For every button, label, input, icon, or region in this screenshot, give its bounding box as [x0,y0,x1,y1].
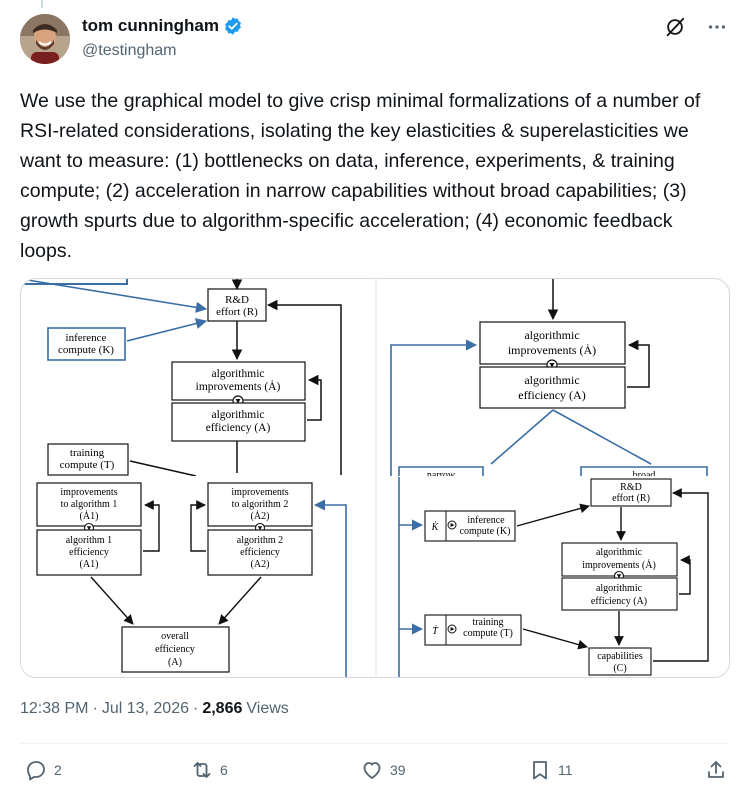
avatar-image [20,14,70,64]
training-compute-box [47,443,129,476]
right-bottom-panel: K̇ inference compute (K) Ṫ training comp… [377,476,729,677]
r-inference-line2: compute (K) [460,526,511,537]
r-improvements-line2: improvements (Ȧ) [582,559,656,571]
share-icon [708,761,724,778]
improvements-alg2-line1: improvements [231,487,288,498]
alg1-efficiency-box [36,529,142,576]
bookmark-icon [533,761,547,780]
alg-efficiency-line2: efficiency (A) [206,422,271,434]
header-actions [662,14,730,40]
alg2-efficiency-line3: (A2) [251,559,270,570]
alg1-efficiency-line1: algorithm 1 [66,535,112,546]
r-rd-effort-box [590,478,672,507]
alg2-efficiency-box [207,529,313,576]
tweet-meta: 12:38 PM · Jul 13, 2026 · 2,866 Views [20,700,289,718]
r-rd-effort-line2: effort (R) [612,493,650,504]
rt-improvements-box [479,321,626,365]
share-button[interactable] [704,758,728,782]
improvements-alg2-line3: (Ȧ2) [251,510,270,522]
overall-efficiency-line1: overall [161,631,189,642]
reply-count: 2 [54,762,62,778]
alg1-efficiency-line2: efficiency [69,547,109,558]
rt-efficiency-box [479,366,626,409]
alg-improvements-line2: improvements (Ȧ) [196,379,281,393]
overall-efficiency-line3: (A) [168,657,182,668]
rd-effort-line1: R&D [225,294,249,306]
improvements-alg1-line3: (Ȧ1) [80,510,99,522]
r-training-line1: training [472,617,503,628]
avatar[interactable] [20,14,70,64]
rt-efficiency-line2: efficiency (A) [518,388,585,402]
thread-line [41,0,43,8]
alg2-efficiency-line1: algorithm 2 [237,535,283,546]
rt-improvements-line1: algorithmic [524,328,579,342]
improvements-alg1-line2: to algorithm 1 [61,499,118,510]
reply-button[interactable]: 2 [24,758,62,782]
verified-badge-icon [225,17,241,35]
reply-icon [27,761,45,781]
alg-improvements-line1: algorithmic [211,368,264,380]
like-count: 39 [390,762,406,778]
rd-effort-line2: effort (R) [216,306,258,318]
grok-icon[interactable] [662,14,688,40]
improvements-alg1-line1: improvements [60,487,117,498]
inference-compute-box [47,327,126,361]
bookmark-button[interactable]: 11 [528,758,573,782]
alg2-efficiency-line2: efficiency [240,547,280,558]
repost-button[interactable]: 6 [190,758,228,782]
alg-efficiency-line1: algorithmic [211,409,264,421]
author-name[interactable]: tom cunningham [82,16,219,35]
capabilities-line2: (C) [613,663,626,674]
improvements-alg2-line2: to algorithm 2 [232,499,289,510]
like-button[interactable]: 39 [360,758,406,782]
t-dot-label: Ṫ [432,625,439,637]
rt-efficiency-line1: algorithmic [524,373,579,387]
k-dot-label: K̇ [431,521,440,533]
r-efficiency-line1: algorithmic [596,583,643,594]
rt-improvements-line2: improvements (Ȧ) [508,343,596,357]
r-improvements-box [561,542,678,577]
inference-compute-line2: compute (K) [58,344,114,356]
r-rd-effort-line1: R&D [620,482,642,493]
left-bottom-panel: improvements to algorithm 1 (Ȧ1) algorit… [21,476,376,677]
r-improvements-line1: algorithmic [596,547,643,558]
capabilities-line1: capabilities [597,651,643,662]
right-top-panel: algorithmic improvements (Ȧ) algorithmic… [390,279,708,481]
alg-efficiency-box [171,402,306,442]
views-count: 2,866 [202,700,243,717]
meta-separator-2: · [193,700,199,717]
tweet-media-image[interactable]: R&D effort (R) inference compute (K) alg… [20,278,730,678]
author-name-row[interactable]: tom cunningham [82,16,243,36]
overall-efficiency-box [121,626,230,673]
overall-efficiency-line2: efficiency [155,644,195,655]
left-top-panel: R&D effort (R) inference compute (K) alg… [21,279,342,477]
divider [20,743,728,744]
heart-icon [363,762,381,779]
repost-count: 6 [220,762,228,778]
tweet-text: We use the graphical model to give crisp… [20,90,701,262]
more-icon[interactable] [704,14,730,40]
training-compute-line1: training [70,447,105,459]
training-compute-line2: compute (T) [60,459,115,471]
capabilities-box [588,647,652,676]
action-bar: 2 6 39 11 [20,758,728,788]
tweet-date[interactable]: Jul 13, 2026 [101,700,189,717]
views-label: Views [246,700,289,717]
r-training-line2: compute (T) [463,628,513,639]
inference-compute-line1: inference [66,332,107,344]
tweet-time[interactable]: 12:38 PM [20,700,89,717]
r-efficiency-box [561,577,678,611]
r-efficiency-line2: efficiency (A) [591,596,647,607]
narrow-label: narrow [427,470,456,481]
meta-separator: · [92,700,98,717]
alg1-efficiency-line3: (A1) [80,559,99,570]
r-inference-line1: inference [467,515,505,526]
repost-icon [193,762,211,778]
broad-label: broad [633,470,656,481]
bookmark-count: 11 [558,762,573,778]
author-handle[interactable]: @testingham [82,42,177,59]
diagram-svg: R&D effort (R) inference compute (K) alg… [21,279,729,677]
